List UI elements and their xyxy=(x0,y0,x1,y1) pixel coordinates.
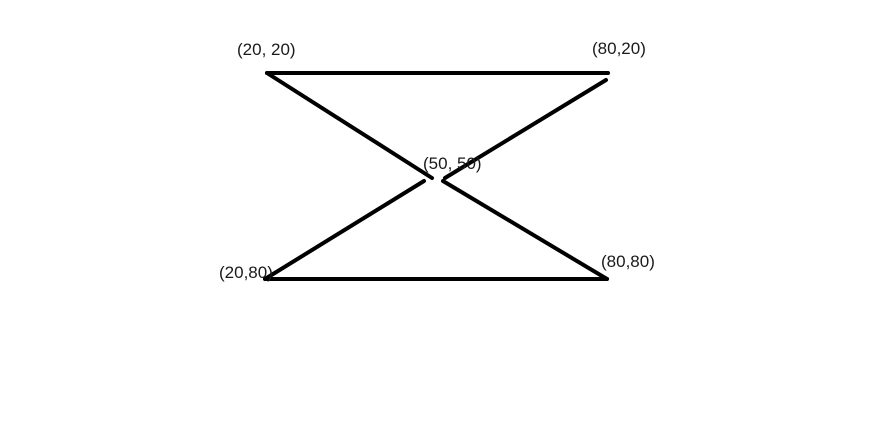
diagonal-bottom-left-line xyxy=(263,179,426,281)
diagonal-top-left-line xyxy=(265,71,434,180)
label-bottom-left: (20,80) xyxy=(219,263,273,282)
label-top-left: (20, 20) xyxy=(237,40,296,59)
diagonal-top-right-line xyxy=(443,78,608,180)
label-bottom-right: (80,80) xyxy=(601,252,655,271)
label-top-right: (80,20) xyxy=(592,39,646,58)
diagonal-bottom-right-line xyxy=(441,179,609,281)
label-center: (50, 50) xyxy=(423,154,482,173)
